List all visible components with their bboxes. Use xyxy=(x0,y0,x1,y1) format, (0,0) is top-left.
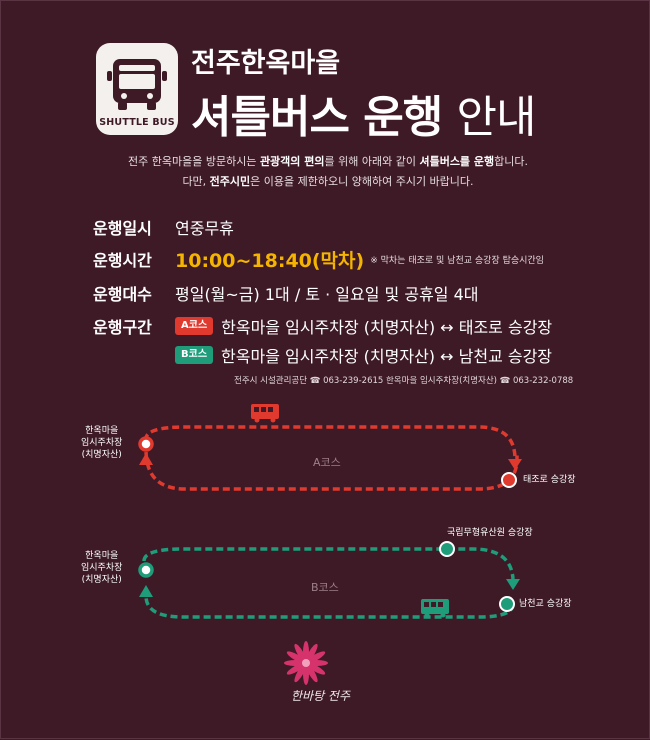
course-b-route xyxy=(142,547,515,580)
course-b-label: B코스 xyxy=(311,581,339,594)
bus-icon xyxy=(107,59,167,110)
title-light: 안내 xyxy=(456,92,537,143)
course-b-arrow-down xyxy=(506,579,520,590)
intro-text: 전주 한옥마을을 방문하시는 xyxy=(128,155,260,168)
stop-label-line: 임시주차장 xyxy=(81,438,123,448)
stop-a-end xyxy=(501,472,517,488)
intro-text: 를 위해 아래와 같이 xyxy=(324,155,420,168)
course-a-text: 한옥마을 임시주차장 (치명자산) ↔ 태조로 승강장 xyxy=(221,318,553,337)
stop-b-end xyxy=(499,596,515,612)
course-a-badge: A코스 xyxy=(175,317,214,335)
stop-a-end-label: 태조로 승강장 xyxy=(523,475,576,485)
course-b-badge: B코스 xyxy=(175,346,214,364)
row-time: 운행시간 10:00~18:40(막차) ※ 막차는 태조로 및 남천교 승강장… xyxy=(93,247,544,272)
course-a-arrow-up xyxy=(139,453,153,465)
time-note: ※ 막차는 태조로 및 남천교 승강장 탑승시간임 xyxy=(370,255,544,266)
count-label: 운행대수 xyxy=(93,285,152,304)
stop-b-mid xyxy=(439,541,455,557)
course-a-label: A코스 xyxy=(313,456,341,469)
bus-b-icon xyxy=(421,599,449,618)
bus-a-icon xyxy=(251,404,279,423)
count-value: 평일(월~금) 1대 / 토 · 일요일 및 공휴일 4대 xyxy=(175,285,479,304)
time-label: 운행시간 xyxy=(93,251,152,270)
intro-line1: 전주 한옥마을을 방문하시는 관광객의 편의를 위해 아래와 같이 셔틀버스를 … xyxy=(93,153,563,169)
course-b-text: 한옥마을 임시주차장 (치명자산) ↔ 남천교 승강장 xyxy=(221,347,553,366)
intro-bold: 셔틀버스를 운행 xyxy=(419,155,495,168)
row-route-a: 운행구간 A코스 한옥마을 임시주차장 (치명자산) ↔ 태조로 승강장 xyxy=(93,314,552,338)
route-label: 운행구간 xyxy=(93,318,152,337)
intro-text: 은 이용을 제한하오니 양해하여 주시기 바랍니다. xyxy=(250,175,474,188)
course-a-arrow-down xyxy=(508,459,522,470)
intro-text: 다만, xyxy=(182,175,210,188)
course-a-route-top xyxy=(144,425,517,460)
days-value: 연중무휴 xyxy=(175,219,234,238)
intro-text: 합니다. xyxy=(494,155,528,168)
stop-label-line: 한옥마을 xyxy=(85,426,119,436)
stop-a-start xyxy=(138,436,154,452)
brand-text: 한바탕 전주 xyxy=(291,689,351,703)
title-line1: 전주한옥마을 xyxy=(191,48,341,79)
course-b-route-bottom xyxy=(144,595,515,619)
course-a-route xyxy=(144,441,519,491)
stop-b-start xyxy=(138,562,154,578)
days-label: 운행일시 xyxy=(93,219,152,238)
stop-label-line: (치명자산) xyxy=(81,575,122,585)
stop-b-start-label: 한옥마을 임시주차장 (치명자산) xyxy=(81,550,122,586)
stop-b-mid-label: 국립무형유산원 승강장 xyxy=(447,528,533,538)
row-days: 운행일시 연중무휴 xyxy=(93,215,234,239)
logo-text: SHUTTLE BUS xyxy=(99,117,175,128)
course-b-arrow-up xyxy=(139,585,153,597)
stop-a-start-label: 한옥마을 임시주차장 (치명자산) xyxy=(81,425,122,461)
title-line2: 셔틀버스 운행 안내 xyxy=(191,81,536,145)
shuttle-bus-logo: SHUTTLE BUS xyxy=(96,43,178,135)
flower-logo xyxy=(284,641,328,685)
row-route-b: B코스 한옥마을 임시주차장 (치명자산) ↔ 남천교 승강장 xyxy=(175,343,552,367)
stop-label-line: 임시주차장 xyxy=(81,563,123,573)
time-value: 10:00~18:40(막차) xyxy=(175,249,365,272)
stop-b-end-label: 남천교 승강장 xyxy=(519,599,572,609)
stop-label-line: 한옥마을 xyxy=(85,551,119,561)
intro-bold: 전주시민 xyxy=(209,175,251,188)
stop-label-line: (치명자산) xyxy=(81,450,122,460)
intro-line2: 다만, 전주시민은 이용을 제한하오니 양해하여 주시기 바랍니다. xyxy=(93,173,563,189)
intro-bold: 관광객의 편의 xyxy=(259,155,325,168)
title-bold: 셔틀버스 운행 xyxy=(191,92,443,143)
row-count: 운행대수 평일(월~금) 1대 / 토 · 일요일 및 공휴일 4대 xyxy=(93,281,479,305)
contact-info: 전주시 시설관리공단 ☎ 063-239-2615 한옥마을 임시주차장(치명자… xyxy=(234,376,574,386)
